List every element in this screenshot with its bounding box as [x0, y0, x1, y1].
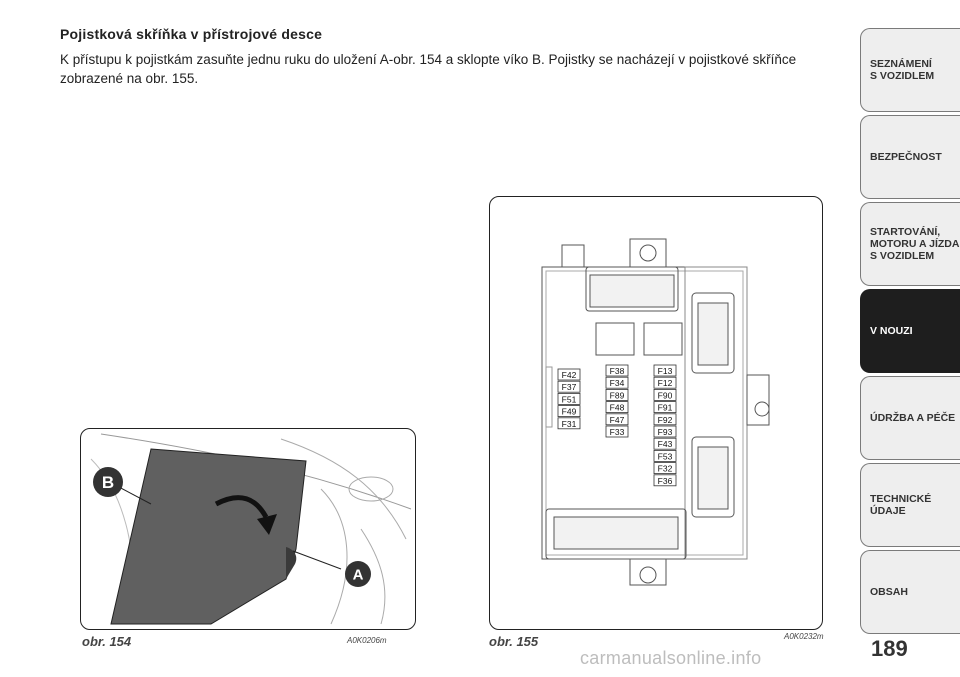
tab-label: V NOUZI	[870, 325, 913, 337]
fuse-label: F89	[610, 390, 625, 400]
fuse-label: F36	[658, 476, 673, 486]
fuse-label: F91	[658, 403, 673, 413]
fuse-label: F48	[610, 403, 625, 413]
fuse-slot	[653, 413, 677, 426]
fuse-slot	[653, 388, 677, 401]
fuse-label: F38	[610, 366, 625, 376]
fuse-slot	[605, 413, 629, 426]
fuse-cover-drawing	[90, 433, 412, 625]
tab-startovani[interactable]: STARTOVÁNÍ, MOTORU A JÍZDA S VOZIDLEM	[860, 202, 960, 286]
fuse-slot	[605, 388, 629, 401]
fuse-label: F47	[610, 415, 625, 425]
fuse-label: F13	[658, 366, 673, 376]
fuse-slot	[653, 462, 677, 475]
tab-v-nouzi[interactable]: V NOUZI	[860, 289, 960, 373]
fuse-slot	[557, 380, 581, 393]
fuse-label: F51	[562, 394, 577, 404]
tab-seznameni[interactable]: SEZNÁMENÍ S VOZIDLEM	[860, 28, 960, 112]
figure-154-caption: obr. 154	[82, 634, 132, 649]
tab-label: BEZPEČNOST	[870, 151, 942, 163]
tab-obsah[interactable]: OBSAH	[860, 550, 960, 634]
fuse-slot	[653, 401, 677, 414]
fuse-label: F93	[658, 427, 673, 437]
fuse-slot	[653, 364, 677, 377]
figure-154-code: A0K0206m	[347, 636, 387, 645]
fuse-slot	[653, 376, 677, 389]
fuse-label: F37	[562, 382, 577, 392]
fuse-slot	[605, 376, 629, 389]
fuse-slot	[557, 392, 581, 405]
fuse-slot	[557, 417, 581, 430]
figure-154-illustration: B A	[80, 428, 416, 630]
watermark: carmanualsonline.info	[580, 648, 762, 668]
label-a-text: A	[353, 567, 364, 584]
fuse-slot	[557, 368, 581, 381]
tab-label: TECHNICKÉ ÚDAJE	[870, 493, 932, 517]
fuse-label: F43	[658, 439, 673, 449]
fuse-label: F34	[610, 378, 625, 388]
fuse-label: F33	[610, 427, 625, 437]
label-b-callout: B	[93, 467, 123, 497]
instruction-paragraph: K přístupu k pojistkám zasuňte jednu ruk…	[60, 52, 797, 86]
fuse-slot	[653, 425, 677, 438]
label-b-text: B	[102, 473, 114, 492]
fuse-slot	[653, 474, 677, 487]
tab-label: ÚDRŽBA A PÉČE	[870, 412, 956, 424]
tab-label: SEZNÁMENÍ S VOZIDLEM	[870, 58, 935, 82]
fuse-label: F92	[658, 415, 673, 425]
fuse-label: F53	[658, 451, 673, 461]
fuse-label: F31	[562, 419, 577, 429]
fuse-label: F49	[562, 407, 577, 417]
fuse-label: F90	[658, 390, 673, 400]
tab-label: OBSAH	[870, 586, 908, 598]
tab-udrzba[interactable]: ÚDRŽBA A PÉČE	[860, 376, 960, 460]
label-a-callout: A	[345, 561, 371, 587]
fuse-slot	[605, 401, 629, 414]
section-heading: Pojistková skříňka v přístrojové desce	[60, 26, 323, 42]
figure-155-caption: obr. 155	[489, 634, 539, 649]
fuse-label: F42	[562, 370, 577, 380]
fuse-label: F12	[658, 378, 673, 388]
fuse-slot	[605, 364, 629, 377]
fuse-slot	[653, 437, 677, 450]
page-number: 189	[871, 636, 908, 661]
tab-label: STARTOVÁNÍ, MOTORU A JÍZDA S VOZIDLEM	[870, 226, 960, 262]
figure-155-code: A0K0232m	[784, 632, 824, 641]
fuse-label: F32	[658, 464, 673, 474]
fuse-slot	[557, 405, 581, 418]
tab-technicke-udaje[interactable]: TECHNICKÉ ÚDAJE	[860, 463, 960, 547]
tab-bezpecnost[interactable]: BEZPEČNOST	[860, 115, 960, 199]
fuse-slot	[653, 449, 677, 462]
fuse-slot	[605, 425, 629, 438]
